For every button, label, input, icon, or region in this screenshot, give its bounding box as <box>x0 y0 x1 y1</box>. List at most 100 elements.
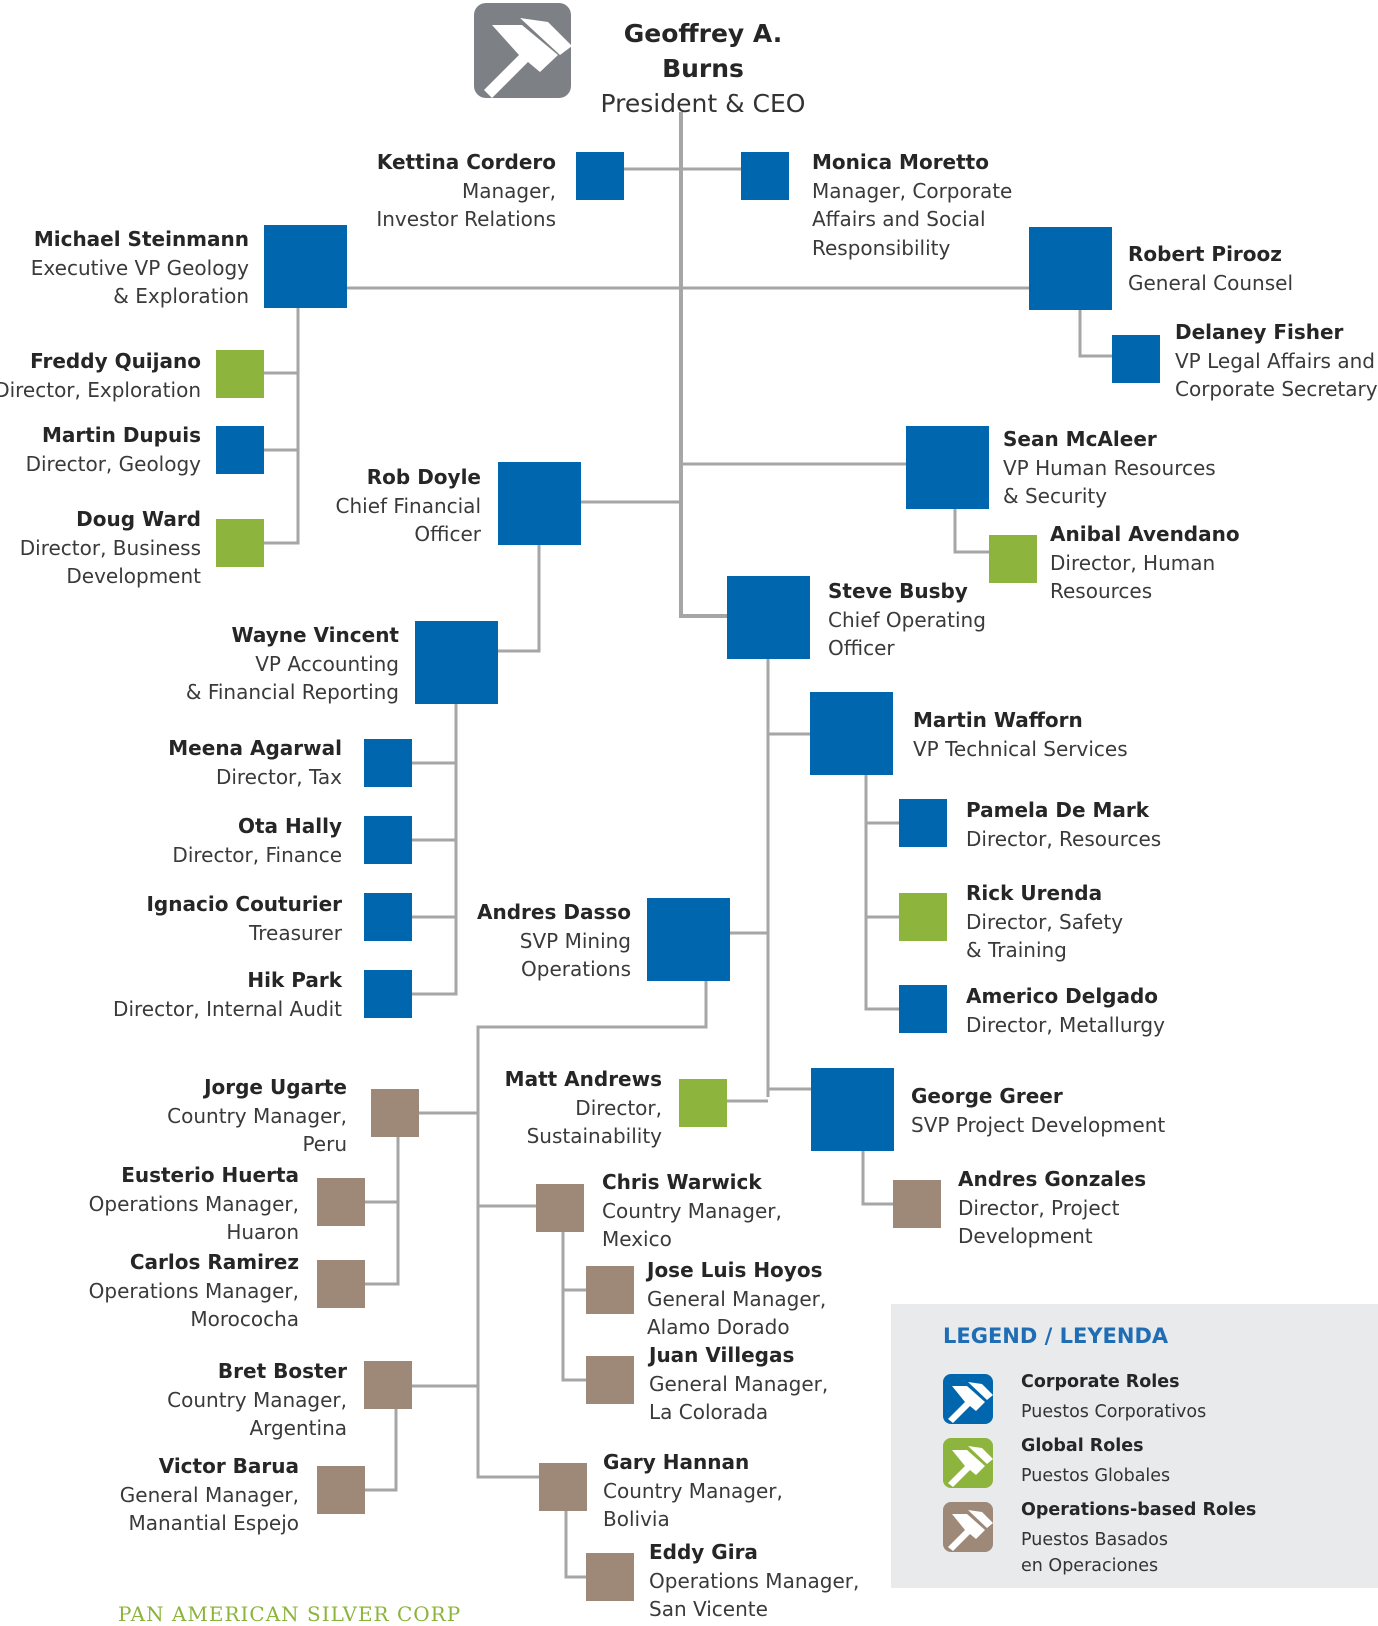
operations-role-box <box>586 1266 634 1314</box>
company-name-footer: PAN AMERICAN SILVER CORP <box>118 1602 462 1626</box>
corporate-role-box <box>906 426 989 509</box>
person-title-line: Operations Manager, <box>88 1191 299 1216</box>
person-title-line: General Manager, <box>647 1286 827 1311</box>
operations-role-box <box>586 1356 634 1404</box>
connector-line <box>564 1511 586 1579</box>
person-title-line: Director, Exploration <box>0 377 201 402</box>
person-title-line: Director, <box>575 1095 662 1120</box>
person-title-line: Alamo Dorado <box>647 1315 790 1339</box>
person-title-line: Operations Manager, <box>88 1278 299 1303</box>
person-title-line: Director, Geology <box>25 451 201 476</box>
legend-operations-label: Operations-based Roles <box>1021 1500 1257 1520</box>
person-title-line: Operations Manager, <box>649 1568 860 1593</box>
legend-item-global: Global Roles Puestos Globales <box>943 1436 1363 1496</box>
connector-line <box>561 1232 586 1382</box>
person-name: Martin Wafforn <box>913 708 1083 732</box>
person-title-line: Development <box>66 564 201 588</box>
person-title-line: Director, Resources <box>966 826 1162 851</box>
person-title-line: & Exploration <box>113 284 249 308</box>
corporate-role-box <box>364 970 412 1018</box>
corporate-role-box <box>1112 335 1160 383</box>
person-name: Robert Pirooz <box>1128 242 1282 266</box>
corporate-role-box <box>1029 227 1112 310</box>
person-name: Juan Villegas <box>649 1343 795 1367</box>
corporate-role-box <box>216 426 264 474</box>
connector-line <box>864 775 899 1011</box>
person-title-line: Director, Internal Audit <box>113 996 342 1021</box>
person-name: Eddy Gira <box>649 1540 758 1564</box>
operations-role-box <box>317 1260 365 1308</box>
connector-line <box>953 509 989 554</box>
person-title-line: & Financial Reporting <box>185 680 399 704</box>
global-role-box <box>989 535 1037 583</box>
person-name: Ota Hally <box>237 814 342 838</box>
corporate-role-box <box>364 893 412 941</box>
person-title-line: & Training <box>966 938 1067 962</box>
person-name: Meena Agarwal <box>168 736 342 760</box>
operations-role-box <box>317 1178 365 1226</box>
person-title-line: Peru <box>302 1132 347 1156</box>
connector-line <box>412 704 458 996</box>
person-name: Delaney Fisher <box>1175 320 1344 344</box>
person-name: Andres Gonzales <box>958 1167 1147 1191</box>
person-title-line: Officer <box>828 636 895 660</box>
person-name: Rick Urenda <box>966 881 1103 905</box>
person-name: Anibal Avendano <box>1050 522 1240 546</box>
person-title-line: San Vicente <box>649 1597 768 1621</box>
person-title-line: Responsibility <box>812 235 951 260</box>
ceo-name: Geoffrey A. Burns <box>623 19 783 83</box>
person-title-line: Bolivia <box>603 1507 670 1531</box>
person-name: Monica Moretto <box>812 150 989 174</box>
person-title-line: Resources <box>1050 579 1153 603</box>
person-name: Americo Delgado <box>966 984 1159 1008</box>
person-name: Bret Boster <box>217 1359 347 1383</box>
ceo-title: President & CEO <box>600 89 806 118</box>
person-title-line: Manager, Corporate <box>812 178 1013 203</box>
person-title-line: Director, Project <box>958 1195 1120 1220</box>
person-title-line: Director, Metallurgy <box>966 1012 1165 1037</box>
global-role-box <box>679 1079 727 1127</box>
corporate-role-box <box>498 462 581 545</box>
person-name: Eusterio Huerta <box>121 1163 299 1187</box>
corporate-role-box <box>415 621 498 704</box>
connector-line <box>498 545 541 653</box>
person-name: Michael Steinmann <box>33 227 249 251</box>
legend-operations-sub-line-2: en Operaciones <box>1021 1556 1159 1576</box>
person-name: Kettina Cordero <box>376 150 556 174</box>
person-name: Gary Hannan <box>603 1450 750 1474</box>
person-title-line: Affairs and Social <box>812 207 986 231</box>
person-name: Andres Dasso <box>477 900 631 924</box>
corporate-role-box <box>899 985 947 1033</box>
connector-line <box>861 1151 893 1206</box>
operations-role-box <box>539 1463 587 1511</box>
person-title-line: Corporate Secretary <box>1175 377 1378 401</box>
person-title-line: Director, Human <box>1050 550 1216 575</box>
person-title-line: Operations <box>521 957 631 981</box>
legend-operations-sub-line-1: Puestos Basados <box>1021 1530 1168 1550</box>
person-name: Chris Warwick <box>602 1170 762 1194</box>
person-name: Hik Park <box>247 968 342 992</box>
person-title-line: Officer <box>414 522 481 546</box>
legend-panel: LEGEND / LEYENDA Corporate Roles Puestos… <box>891 1304 1378 1588</box>
person-name: Carlos Ramirez <box>129 1250 299 1274</box>
corporate-role-box <box>364 739 412 787</box>
